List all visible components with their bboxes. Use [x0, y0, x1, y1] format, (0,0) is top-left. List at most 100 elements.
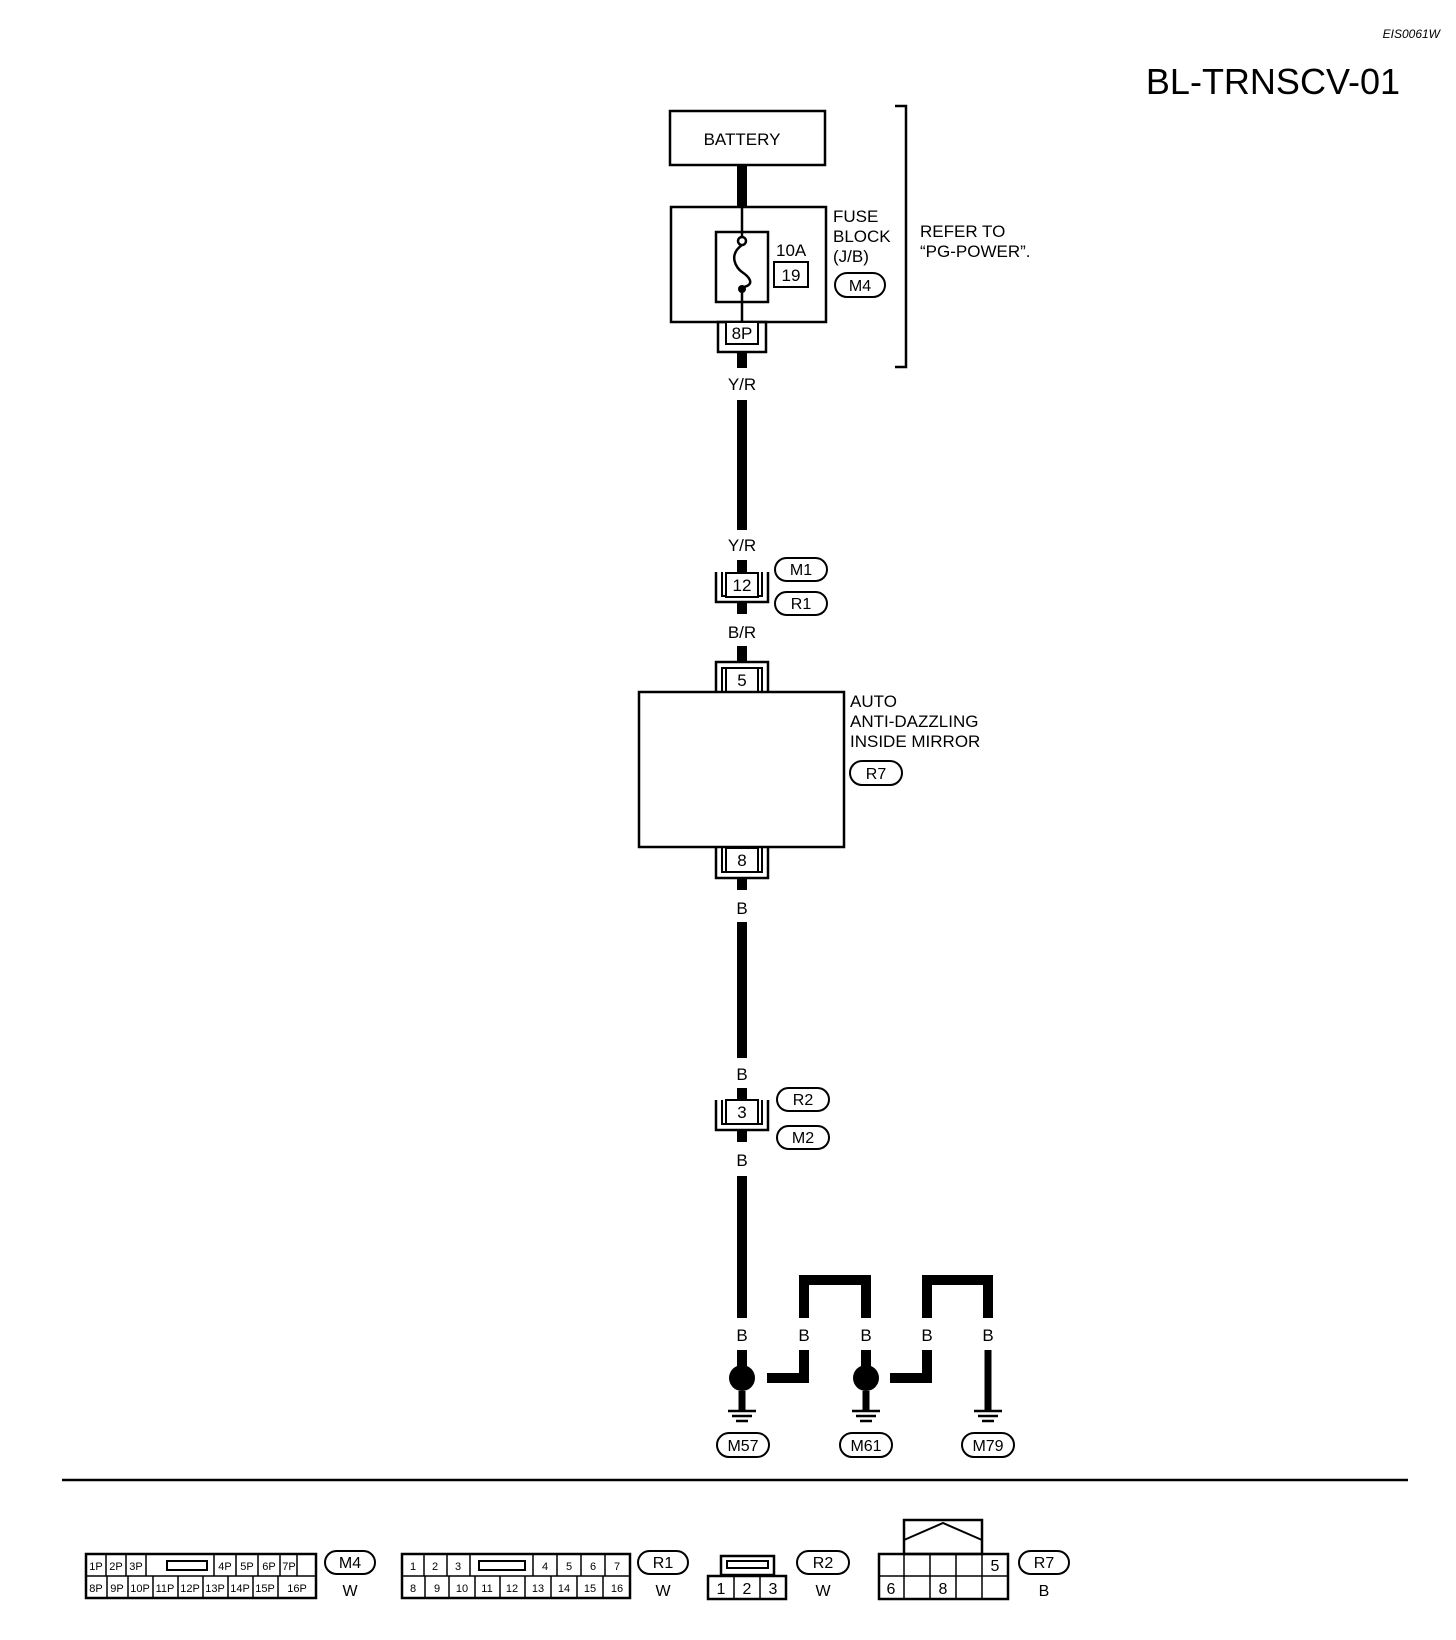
- connector-m1-id: M1: [790, 562, 812, 579]
- m4-view-color: W: [342, 1583, 358, 1600]
- r1-pin: 5: [566, 1561, 572, 1573]
- r1-pin: 9: [434, 1583, 440, 1595]
- m4-pin: 14P: [230, 1583, 250, 1595]
- r1-pin: 7: [614, 1561, 620, 1573]
- refer-line-2: “PG-POWER”.: [920, 242, 1031, 261]
- connector-r1-id: R1: [791, 596, 812, 613]
- m4-pin: 16P: [287, 1583, 307, 1595]
- fuse-terminal: 8P: [716, 320, 768, 354]
- joint-connector-r2-m2: 3 R2 M2: [714, 1087, 830, 1150]
- r1-pin: 2: [432, 1561, 438, 1573]
- wire-color-b-2: B: [736, 1065, 747, 1084]
- m4-pin: 8P: [89, 1583, 102, 1595]
- fuse-element: [733, 243, 752, 289]
- m4-pin: 5P: [240, 1561, 253, 1573]
- wire-color-br: B/R: [728, 623, 756, 642]
- r1-pin: 14: [558, 1583, 570, 1595]
- m4-pin: 2P: [109, 1561, 122, 1573]
- ground-m57-label: M57: [727, 1438, 758, 1455]
- m4-pin: 3P: [129, 1561, 142, 1573]
- wire-color-yr-top: Y/R: [728, 375, 756, 394]
- r2-pin: 3: [769, 1581, 778, 1598]
- r1-pin: 16: [611, 1583, 623, 1595]
- r1-pin: 12: [506, 1583, 518, 1595]
- r1-pin: 1: [410, 1561, 416, 1573]
- r7-pin: 5: [991, 1558, 1000, 1575]
- fuse-block-label-2: BLOCK: [833, 227, 891, 246]
- wire-color-b-1: B: [736, 899, 747, 918]
- ground-m61-label: M61: [850, 1438, 881, 1455]
- ground-m61: M61: [839, 1365, 893, 1458]
- fuse-amp: 10A: [776, 241, 807, 260]
- fuse-number: 19: [782, 266, 801, 285]
- wire-color-b-g4: B: [921, 1326, 932, 1345]
- ground-m79: M79: [961, 1409, 1015, 1458]
- r1-pin: 10: [456, 1583, 468, 1595]
- r1-pin: 13: [532, 1583, 544, 1595]
- connector-r2-id: R2: [793, 1092, 814, 1109]
- mirror-label-3: INSIDE MIRROR: [850, 732, 980, 751]
- m4-view-id: M4: [339, 1555, 361, 1572]
- fuse-block: 10A 19 FUSE BLOCK (J/B) M4: [669, 205, 891, 324]
- wire-color-b-g3: B: [860, 1326, 871, 1345]
- battery-label: BATTERY: [704, 130, 781, 149]
- wire-color-b-g2: B: [798, 1326, 809, 1345]
- r1-pin: 4: [542, 1561, 548, 1573]
- connector-view-r7: 6 8 5 R7 B: [877, 1518, 1070, 1601]
- auto-anti-dazzling-mirror: AUTO ANTI-DAZZLING INSIDE MIRROR R7: [637, 690, 980, 849]
- m4-pin: 13P: [205, 1583, 225, 1595]
- r1-pin: 11: [481, 1583, 492, 1595]
- mirror-connector-id: R7: [866, 766, 887, 783]
- r2-pin: 2: [743, 1581, 752, 1598]
- m4-pin: 15P: [255, 1583, 275, 1595]
- r2-pin: 1: [717, 1581, 726, 1598]
- r1-pin: 15: [584, 1583, 596, 1595]
- mirror-pin-bottom-label: 8: [737, 851, 746, 870]
- m4-pin: 7P: [282, 1561, 295, 1573]
- joint-connector-2-pin: 3: [737, 1103, 746, 1122]
- wire-color-b-g5: B: [982, 1326, 993, 1345]
- r7-view-id: R7: [1034, 1555, 1055, 1572]
- ground-bridge-1: [799, 1275, 871, 1318]
- fuse-block-label-1: FUSE: [833, 207, 878, 226]
- wire-color-b-g1: B: [736, 1326, 747, 1345]
- mirror-label-2: ANTI-DAZZLING: [850, 712, 978, 731]
- connector-view-r2: 1 2 3 R2 W: [706, 1550, 850, 1601]
- connector-view-m4: 1P 2P 3P 4P 5P 6P 7P 8P 9P 10P 11P 12P 1…: [84, 1550, 376, 1600]
- refer-bracket: REFER TO “PG-POWER”.: [895, 104, 1031, 369]
- fuse-block-label-3: (J/B): [833, 247, 869, 266]
- r7-pin: 8: [939, 1581, 948, 1598]
- mirror-pin-5: 5: [714, 660, 770, 693]
- m4-pin: 6P: [262, 1561, 275, 1573]
- ground-m79-label: M79: [972, 1438, 1003, 1455]
- m4-pin: 11P: [156, 1583, 175, 1595]
- connector-m2-id: M2: [792, 1130, 814, 1147]
- page-title: BL-TRNSCV-01: [1146, 61, 1400, 102]
- r2-view-color: W: [815, 1583, 831, 1600]
- r7-view-color: B: [1039, 1583, 1050, 1600]
- r1-pin: 3: [455, 1561, 461, 1573]
- joint-connector-m1-r1: 12 M1 R1: [714, 557, 828, 616]
- refer-line-1: REFER TO: [920, 222, 1005, 241]
- wire-color-yr-bottom: Y/R: [728, 536, 756, 555]
- m4-pin: 4P: [218, 1561, 231, 1573]
- m4-pin: 12P: [180, 1583, 200, 1595]
- mirror-label-1: AUTO: [850, 692, 897, 711]
- r1-pin: 6: [590, 1561, 596, 1573]
- wire-color-b-3: B: [736, 1151, 747, 1170]
- mirror-pin-8: 8: [714, 847, 770, 880]
- ground-bridge-2: [922, 1275, 993, 1318]
- fuse-connector-id: M4: [849, 278, 871, 295]
- battery: BATTERY: [668, 109, 827, 167]
- r2-view-id: R2: [813, 1555, 834, 1572]
- r7-pin: 6: [887, 1581, 896, 1598]
- r1-view-color: W: [655, 1583, 671, 1600]
- document-code: EIS0061W: [1383, 27, 1442, 41]
- r1-pin-grid: [423, 1554, 606, 1598]
- joint-connector-1-pin: 12: [733, 576, 752, 595]
- m4-pin: 10P: [130, 1583, 150, 1595]
- ground-m57: M57: [716, 1365, 770, 1458]
- fuse-terminal-label: 8P: [732, 324, 753, 343]
- m4-pin: 9P: [110, 1583, 123, 1595]
